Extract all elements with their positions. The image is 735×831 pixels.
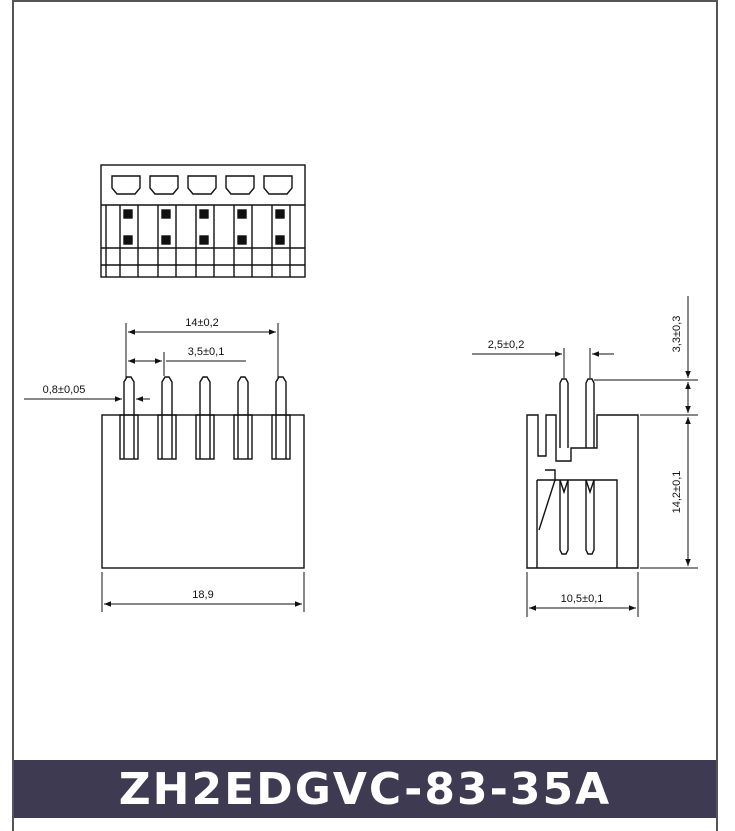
dimension-length: 18,9 (192, 589, 213, 601)
front-view-dimensions (24, 323, 305, 612)
dimension-pitch: 3,5±0,1 (188, 346, 225, 358)
top-view-cavities (111, 175, 293, 195)
dimension-depth: 10,5±0,1 (561, 593, 604, 605)
drawing-frame (12, 0, 718, 831)
dimension-side-pitch: 2,5±0,2 (488, 339, 525, 351)
front-view-pins (123, 376, 287, 415)
top-view-contacts (123, 209, 285, 245)
dimension-pin-protrusion: 3,3±0,3 (671, 316, 683, 353)
technical-drawing: 14±0,2 3,5±0,1 0,8±0,05 18,9 (24, 164, 698, 617)
side-view-dimensions (472, 296, 698, 617)
front-view-pin-slots (119, 414, 291, 460)
frame-top-border (12, 0, 718, 2)
side-view-inner-pins (559, 479, 595, 555)
side-view-pins (559, 378, 595, 448)
dimension-pitch-total: 14±0,2 (185, 317, 219, 329)
dimension-height: 14,2±0,1 (671, 471, 683, 514)
model-banner: ZH2EDGVC-83-35A (14, 760, 716, 818)
dimension-pin-width: 0,8±0,05 (43, 384, 86, 396)
side-view-cavity (537, 479, 618, 568)
side-view (526, 378, 639, 569)
top-view (100, 164, 306, 278)
model-code: ZH2EDGVC-83-35A (118, 763, 612, 815)
front-view (101, 376, 305, 569)
top-view-ribs (105, 205, 291, 277)
